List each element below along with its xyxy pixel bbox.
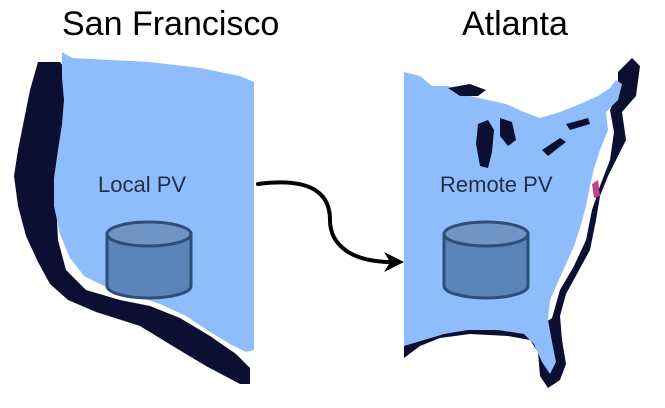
lake-superior — [448, 84, 486, 96]
east-land — [404, 72, 622, 374]
remote-pv-label: Remote PV — [440, 172, 553, 197]
remote-pv-cylinder-icon — [442, 220, 530, 300]
east-coast-shadow — [404, 58, 640, 388]
west-coast-shadow — [14, 62, 250, 384]
eastern-us-map — [404, 58, 640, 388]
chesapeake-bay — [592, 180, 600, 198]
lake-michigan — [476, 120, 494, 168]
western-us-map — [14, 52, 254, 384]
lake-ontario — [566, 118, 590, 130]
right-region-title: Atlanta — [462, 5, 568, 43]
curved-arrow-icon — [256, 180, 404, 272]
lake-erie — [542, 138, 566, 156]
left-region-title: San Francisco — [62, 5, 280, 43]
local-pv-cylinder-icon — [105, 220, 193, 300]
local-pv-label: Local PV — [98, 172, 187, 197]
lake-huron — [500, 118, 516, 146]
west-land — [54, 52, 254, 352]
